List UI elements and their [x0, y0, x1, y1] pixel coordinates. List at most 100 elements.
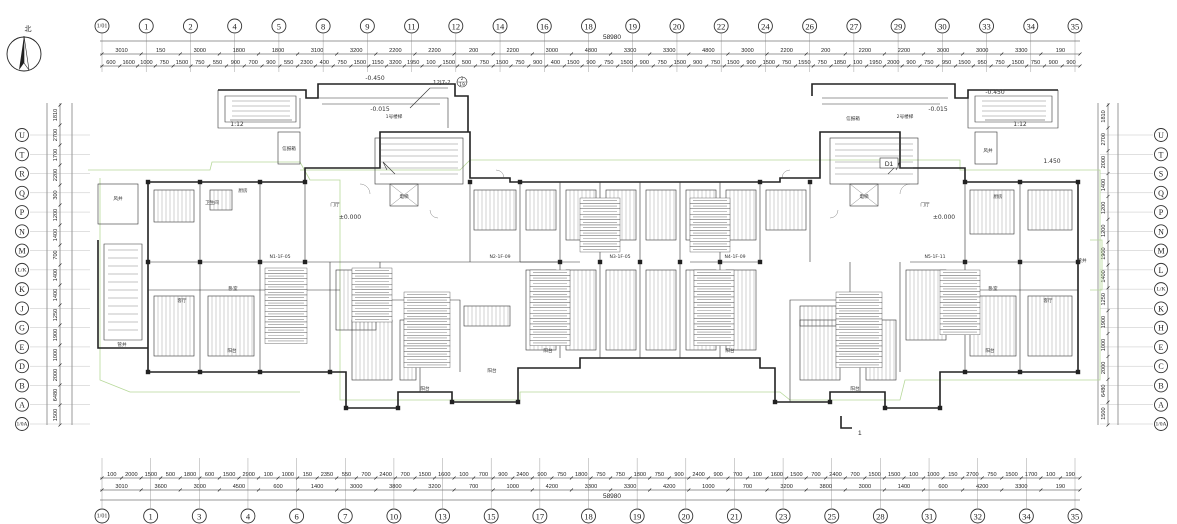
bottom-sub-dimension: 1600	[771, 472, 783, 478]
elevator-right-label: 电梯	[859, 193, 869, 200]
top-axis-label: 18	[584, 22, 593, 32]
room-label-bath: 卫生间	[205, 199, 219, 206]
bottom-sub-dimension: 100	[909, 472, 918, 478]
left-axis-N: N	[15, 224, 29, 239]
right-axis-label: S	[1159, 170, 1163, 179]
bottom-dimension: 1400	[311, 484, 323, 490]
bottom-sub-dimension: 2000	[125, 472, 137, 478]
right-dimension: 1810	[1101, 110, 1107, 122]
right-axis-P: P	[1154, 205, 1168, 220]
top-dimension: 2200	[389, 48, 401, 54]
top-dimension: 2200	[428, 48, 440, 54]
bottom-axis-label: 20	[682, 512, 691, 522]
bottom-sub-dimension: 1500	[145, 472, 157, 478]
bottom-axis-label: 28	[876, 512, 885, 522]
bottom-sub-dimension: 1500	[868, 472, 880, 478]
top-sub-dimension: 550	[213, 60, 222, 66]
room-label-balcony-m4: 阳台	[543, 347, 553, 354]
top-dimension: 4800	[702, 48, 714, 54]
top-dimension: 200	[469, 48, 478, 54]
hall-left-label: 门厅	[330, 201, 340, 208]
top-axis-label: 1	[144, 22, 148, 32]
detail-num-bottom: 19	[459, 82, 465, 88]
top-axis-12: 12	[448, 18, 464, 34]
right-axis-label: E	[1159, 343, 1164, 352]
bottom-sub-dimension: 100	[1046, 472, 1055, 478]
bottom-axis-6: 6	[289, 508, 305, 524]
top-axis-label: 5	[277, 22, 281, 32]
top-sub-dimension: 900	[693, 60, 702, 66]
left-axis-E: E	[15, 339, 29, 354]
bottom-sub-dimension: 190	[1066, 472, 1075, 478]
bottom-dimension: 3300	[585, 484, 597, 490]
building: 1 12J7-2 2 19 D1 电梯 电梯 信报箱 信报箱 1号楼梯 2号楼梯…	[88, 75, 1103, 437]
bottom-sub-dimension: 750	[616, 472, 625, 478]
bottom-sub-dimension: 1500	[1005, 472, 1017, 478]
right-dimension: 1500	[1101, 407, 1107, 419]
level-hall-right: ±0.000	[933, 214, 955, 221]
room-label-kitchen-r: 厨房	[993, 193, 1003, 200]
bottom-dimension: 3000	[859, 484, 871, 490]
top-axis-29: 29	[890, 18, 906, 34]
bottom-dimension: 600	[938, 484, 947, 490]
left-dimension-chain: 1810270017002200300120014007001400140012…	[46, 103, 73, 427]
bottom-sub-dimension: 1800	[634, 472, 646, 478]
right-dimension: 6480	[1101, 384, 1107, 396]
left-dimension: 300	[53, 190, 59, 199]
bottom-dimension: 3200	[428, 484, 440, 490]
top-sub-dimension: 1500	[443, 60, 455, 66]
left-axis-T: T	[15, 147, 29, 162]
left-dimension: 1500	[53, 409, 59, 421]
room-label-pipe: 管井	[117, 341, 127, 348]
left-dimension: 700	[53, 250, 59, 259]
bottom-dimension: 3010	[115, 484, 127, 490]
bottom-sub-dimension: 2400	[829, 472, 841, 478]
top-axis-label: 33	[982, 22, 991, 32]
left-dimension: 1400	[53, 269, 59, 281]
right-axis-label: M	[1157, 247, 1164, 256]
top-sub-dimension: 900	[533, 60, 542, 66]
left-dimension: 1200	[53, 209, 59, 221]
bottom-sub-dimension: 2700	[966, 472, 978, 478]
top-dimension: 3200	[350, 48, 362, 54]
top-axis-label: 8	[321, 22, 325, 32]
top-dimension: 3000	[976, 48, 988, 54]
left-axis-label: D	[19, 362, 25, 371]
level-entry-left: -0.450	[365, 75, 385, 82]
right-axis-C: C	[1154, 359, 1168, 374]
bottom-sub-dimension: 1500	[888, 472, 900, 478]
right-axis-N: N	[1154, 224, 1168, 239]
right-axis-label: Q	[1158, 189, 1164, 198]
right-dimension: 1900	[1101, 316, 1107, 328]
bottom-sub-dimension: 100	[264, 472, 273, 478]
bottom-axis-23: 23	[775, 508, 791, 524]
top-axis-20: 20	[669, 18, 685, 34]
room-label-wind-r: 风井	[983, 147, 993, 154]
top-sub-dimension: 3200	[389, 60, 401, 66]
bottom-dimension: 4200	[546, 484, 558, 490]
bottom-axis-label: 17	[536, 512, 545, 522]
bottom-axis-label: 15	[487, 512, 496, 522]
right-dimension: 2700	[1101, 133, 1107, 145]
top-axis-label: 11	[407, 22, 415, 32]
bottom-dimension: 3800	[819, 484, 831, 490]
bottom-sub-dimension: 600	[205, 472, 214, 478]
top-dimension: 2200	[898, 48, 910, 54]
bottom-dimension: 3000	[350, 484, 362, 490]
top-axis-1-01: 1/01	[94, 18, 110, 34]
mail-room-right-label: 信报箱	[846, 115, 860, 122]
top-sub-dimension: 750	[160, 60, 169, 66]
bottom-axis-label: 4	[246, 512, 251, 522]
bottom-dimension: 700	[469, 484, 478, 490]
bottom-axis-17: 17	[532, 508, 548, 524]
bottom-axis-1-01: 1/01	[94, 508, 110, 524]
top-dimension: 3000	[546, 48, 558, 54]
left-dimension: 1400	[53, 229, 59, 241]
bottom-axis-label: 3	[197, 512, 201, 522]
bottom-sub-dimension: 700	[811, 472, 820, 478]
bottom-sub-dimension: 700	[361, 472, 370, 478]
bottom-dimension: 3600	[154, 484, 166, 490]
top-dimension: 3300	[624, 48, 636, 54]
bottom-axis-35: 35	[1067, 508, 1083, 524]
